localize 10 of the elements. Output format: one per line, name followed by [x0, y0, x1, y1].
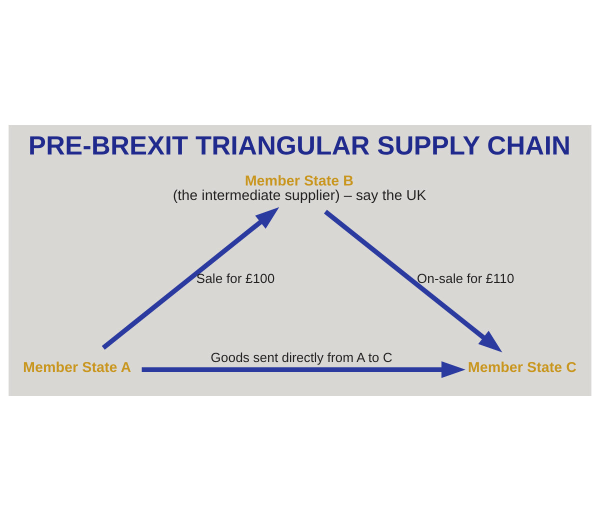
arrow [102, 206, 280, 350]
edge-label: Goods sent directly from A to C [210, 350, 392, 365]
arrow [142, 360, 466, 378]
arrow [324, 209, 502, 352]
node-text: Member State C [468, 360, 577, 376]
node-text: Member State B (the intermediate supplier) – say the UK [172, 173, 426, 204]
diagram-title: PRE-BREXIT TRIANGULAR SUPPLY CHAIN [28, 130, 571, 160]
edge-label: Sale for £100 [196, 270, 275, 286]
node-text: Member State A [23, 360, 132, 376]
edge-label: On-sale for £110 [416, 270, 514, 286]
